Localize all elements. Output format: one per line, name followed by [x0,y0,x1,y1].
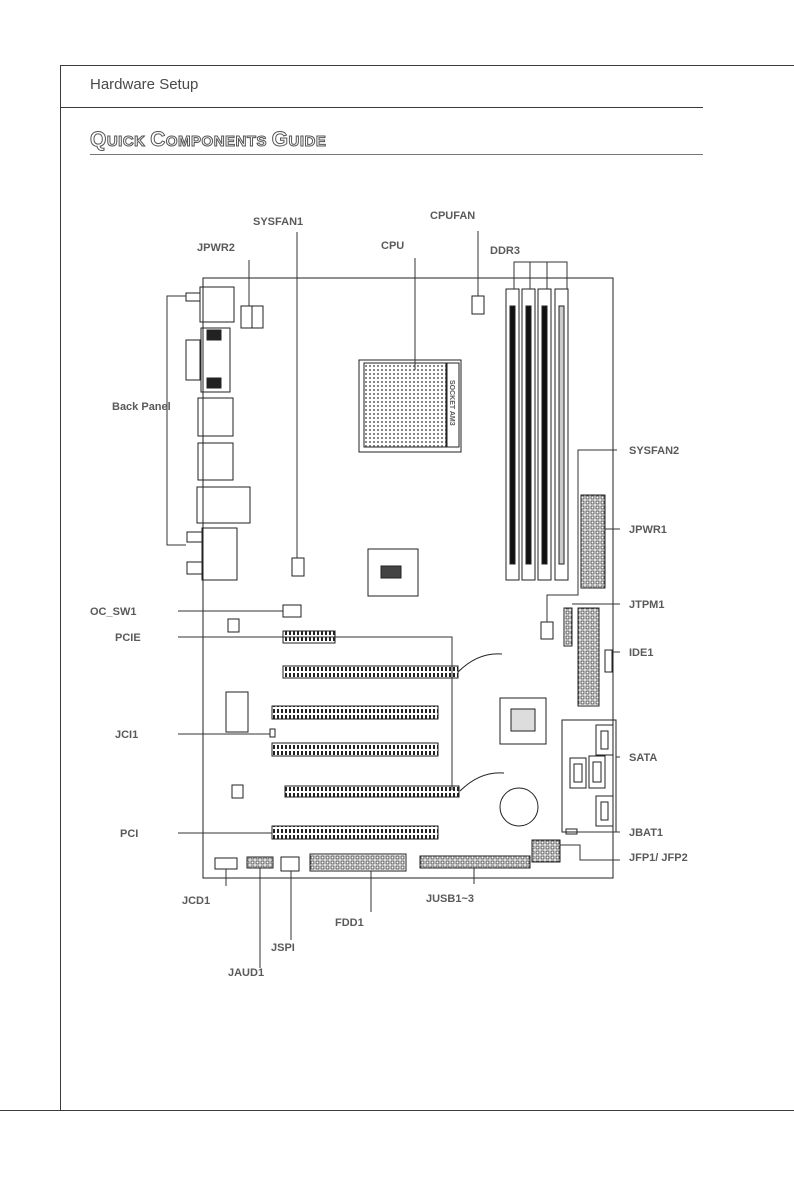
jusb-headers [420,856,530,868]
label-jfp: JFP1/ JFP2 [629,852,688,864]
jfp-headers [532,840,560,862]
label-cpu: CPU [381,240,404,252]
label-cpufan: CPUFAN [430,210,475,222]
cpufan-header [472,296,484,314]
label-jpwr1: JPWR1 [629,524,667,536]
label-back-panel: Back Panel [112,401,171,413]
label-sata: SATA [629,752,657,764]
label-fdd1: FDD1 [335,917,364,929]
southbridge-chip [500,698,546,744]
label-jusb: JUSB1~3 [426,893,474,905]
label-jbat1: JBAT1 [629,827,663,839]
label-sysfan2: SYSFAN2 [629,445,679,457]
label-ide1: IDE1 [629,647,653,659]
back-panel-ports [186,287,250,580]
jaud1-header [247,857,273,868]
label-pci: PCI [120,828,138,840]
pci-slots [272,706,438,839]
label-sysfan1: SYSFAN1 [253,216,303,228]
ddr3-slots [506,289,568,580]
label-ddr3: DDR3 [490,245,520,257]
label-jcd1: JCD1 [182,895,210,907]
cpu-socket [359,360,461,452]
label-jtpm1: JTPM1 [629,599,664,611]
label-pcie: PCIE [115,632,141,644]
ide1-connector [578,608,599,706]
jtpm1-header [564,608,572,646]
fdd1-connector [310,854,406,871]
jci1-header [270,729,275,737]
sysfan2-header [541,622,553,639]
northbridge-chip [368,549,418,596]
label-jci1: JCI1 [115,729,138,741]
battery [500,788,538,826]
label-socket: SOCKET AM3 [448,380,455,426]
jpwr1-connector [581,495,605,588]
sata-connectors [562,720,616,832]
label-jpwr2: JPWR2 [197,242,235,254]
label-oc-sw1: OC_SW1 [90,606,136,618]
sysfan1-header [292,558,304,576]
label-jspi: JSPI [271,942,295,954]
jspi-header [281,857,299,871]
jcd1-header [215,858,237,869]
label-jaud1: JAUD1 [228,967,264,979]
oc-sw1-switch [283,605,301,617]
